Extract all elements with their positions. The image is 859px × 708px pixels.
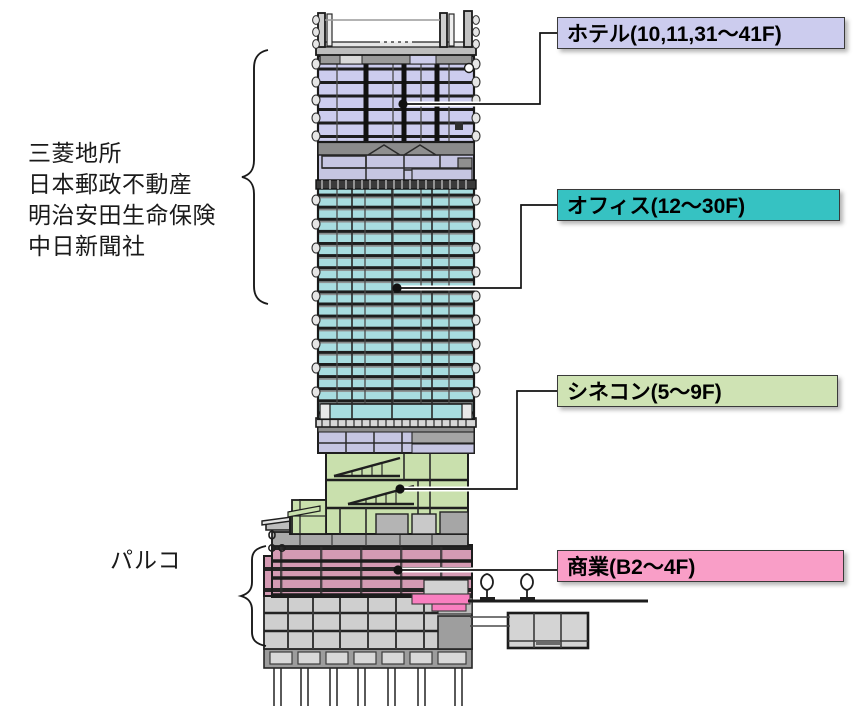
leader-line-hotel bbox=[398, 30, 557, 109]
marker-dot-cinema bbox=[395, 484, 405, 494]
hotel-facade-fins bbox=[311, 58, 481, 142]
owner-line-2: 日本郵政不動産 bbox=[28, 171, 193, 197]
callout-cinema: シネコン(5〜9F) bbox=[557, 375, 838, 407]
leader-line-cinema bbox=[395, 388, 557, 494]
truss-dentil-row-mid bbox=[315, 179, 477, 190]
street-trees bbox=[480, 573, 535, 600]
parco-bracket bbox=[237, 545, 267, 647]
leader-line-retail bbox=[393, 565, 557, 575]
callout-hotel: ホテル(10,11,31〜41F) bbox=[557, 17, 845, 49]
owner-line-3: 明治安田生命保険 bbox=[28, 202, 216, 228]
callout-retail: 商業(B2〜4F) bbox=[557, 550, 844, 582]
owner-line-1: 三菱地所 bbox=[28, 140, 122, 166]
retail-upper-floors bbox=[271, 544, 473, 605]
adjacent-low-building bbox=[470, 611, 590, 650]
callout-office: オフィス(12〜30F) bbox=[557, 189, 840, 221]
lower-mechanical-floor bbox=[315, 417, 477, 454]
tower-owners-text: 三菱地所 日本郵政不動産 明治安田生命保険 中日新聞社 bbox=[28, 138, 258, 262]
basement-footing-row bbox=[263, 647, 473, 669]
podium-tenant-label: パルコ bbox=[110, 547, 182, 573]
foundation-piles bbox=[273, 668, 463, 706]
owner-line-4: 中日新聞社 bbox=[28, 233, 146, 259]
roof-structure bbox=[312, 10, 480, 56]
retail-accent-strip bbox=[411, 593, 471, 605]
leader-line-office bbox=[392, 202, 557, 293]
basement-levels bbox=[263, 594, 473, 650]
hotel-zone bbox=[311, 52, 481, 144]
office-tower bbox=[311, 186, 481, 421]
marker-dot-hotel bbox=[398, 99, 408, 109]
cinema-zone bbox=[287, 451, 469, 535]
mid-mechanical-floor bbox=[315, 140, 477, 190]
marker-dot-office bbox=[392, 283, 402, 293]
tower-owners-bracket bbox=[241, 49, 269, 305]
office-facade-fins bbox=[311, 194, 481, 398]
marker-dot-retail bbox=[393, 565, 403, 575]
